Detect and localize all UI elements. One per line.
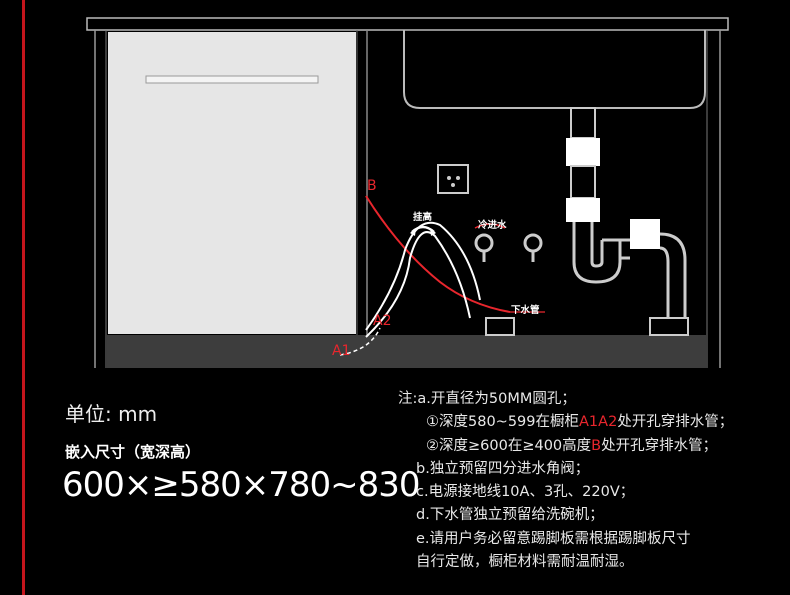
floor-drain-box [485, 317, 515, 336]
note-e2: 自行定做，橱柜材料需耐温耐湿。 [416, 554, 634, 571]
note-a: 注:a.开直径为50MM圆孔； [398, 391, 576, 407]
label-a2: A2 [373, 313, 392, 329]
dishwasher-handle [145, 75, 319, 84]
installation-diagram [86, 17, 729, 368]
kickboard [107, 335, 707, 368]
drain-coupling-2 [566, 198, 600, 222]
drain-pipe-upper [570, 165, 596, 199]
p-trap-inner [590, 222, 604, 268]
hose-2 [365, 231, 471, 338]
p-trap-outer [572, 222, 622, 284]
label-a1: A1 [332, 343, 351, 359]
countertop [86, 17, 729, 31]
sink-basin [403, 30, 706, 109]
route-b-line [365, 195, 511, 313]
label-drain-pipe: 下水管 [511, 305, 540, 316]
embed-dimensions: 600×≥580×780~830 [62, 465, 421, 505]
note-b: b.独立预留四分进水角阀； [416, 460, 590, 477]
label-cold-water: 冷进水 [478, 220, 507, 231]
left-red-rule [22, 0, 25, 595]
trap-coupling [630, 219, 660, 249]
power-socket-icon [437, 164, 469, 194]
note-a1: ①深度580~599在橱柜A1A2处开孔穿排水管； [426, 414, 734, 431]
note-e1: e.请用户务必留意踢脚板需根据踢脚板尺寸 [416, 530, 691, 547]
note-d: d.下水管独立预留给洗碗机； [416, 507, 604, 524]
note-c: c.电源接地线10A、3孔、220V； [416, 484, 635, 501]
drain-coupling [566, 138, 600, 166]
water-valve-icon-left [474, 233, 494, 262]
unit-label: 单位: mm [65, 402, 158, 426]
waste-pipe-outer [659, 232, 687, 318]
embed-size-title: 嵌入尺寸（宽深高） [65, 443, 201, 461]
note-a2: ②深度≥600在≥400高度B处开孔穿排水管； [426, 437, 718, 454]
installation-notes: 注:a.开直径为50MM圆孔； ①深度580~599在橱柜A1A2处开孔穿排水管… [398, 388, 733, 574]
waste-floor-flange [649, 317, 689, 336]
water-valve-icon-right [523, 233, 543, 262]
label-hanging-height: 挂高 [413, 212, 433, 223]
label-b: B [367, 178, 377, 194]
waste-pipe-inner [659, 246, 670, 318]
drain-outlet [570, 107, 596, 139]
cold-water-arc [474, 223, 506, 229]
